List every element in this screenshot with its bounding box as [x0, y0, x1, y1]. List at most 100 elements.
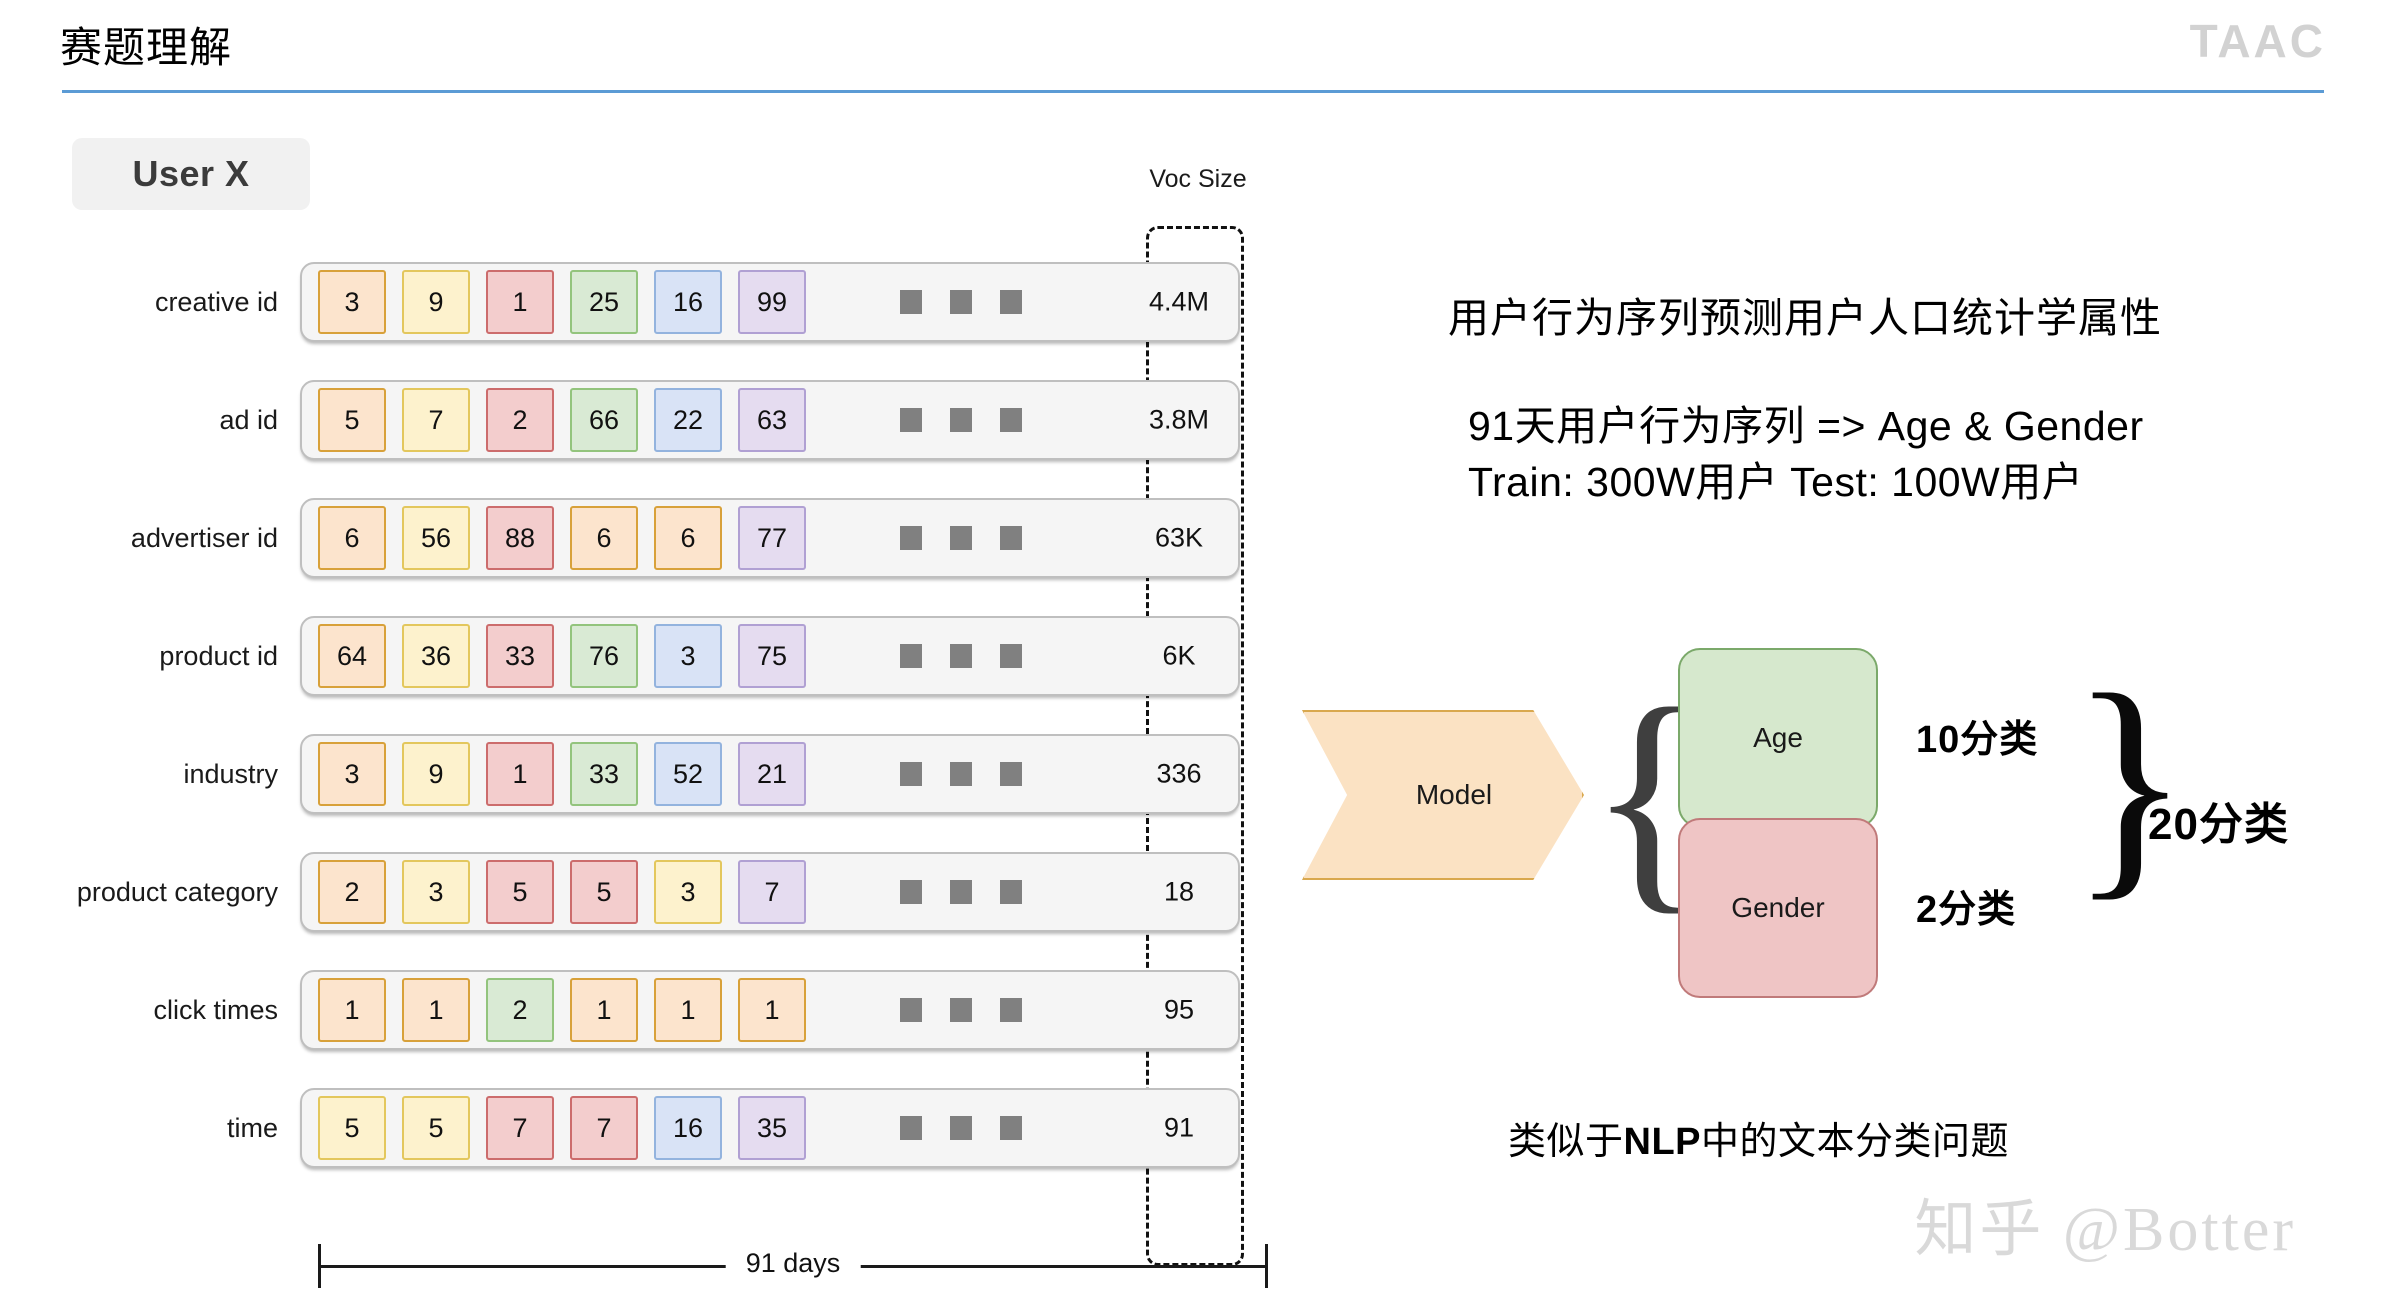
sequence-cell: 63: [738, 388, 806, 452]
footnote-suffix: 中的文本分类问题: [1701, 1121, 2010, 1163]
page-title: 赛题理解: [60, 24, 233, 71]
ellipsis-squares-icon: [900, 644, 1022, 668]
sequence-cell: 2: [486, 978, 554, 1042]
sequence-cell: 88: [486, 506, 554, 570]
output-box-age-label: Age: [1753, 722, 1803, 753]
user-badge: User X: [72, 138, 310, 210]
sequence-cell: 64: [318, 624, 386, 688]
feature-row-label: ad id: [219, 404, 278, 435]
sequence-cell: 2: [486, 388, 554, 452]
sequence-cell: 1: [486, 270, 554, 334]
feature-row-label: product category: [76, 876, 278, 907]
sequence-cell: 21: [738, 742, 806, 806]
ellipsis-squares-icon: [900, 762, 1022, 786]
sequence-cell: 16: [654, 1096, 722, 1160]
sequence-cell: 3: [318, 742, 386, 806]
model-chevron: Model: [1302, 710, 1584, 880]
ellipsis-squares-icon: [900, 998, 1022, 1022]
sequence-cell: 25: [570, 270, 638, 334]
sequence-cell: 5: [318, 1096, 386, 1160]
feature-row-label: time: [226, 1112, 278, 1143]
user-badge-label: User X: [132, 153, 250, 194]
feature-row-label: creative id: [154, 286, 278, 317]
ellipsis-squares-icon: [900, 1116, 1022, 1140]
sequence-cell: 9: [402, 270, 470, 334]
sequence-cell: 5: [486, 860, 554, 924]
sequence-cell: 75: [738, 624, 806, 688]
feature-row-label: click times: [153, 994, 278, 1025]
voc-size-value: 63K: [1154, 522, 1204, 553]
voc-size-value: 4.4M: [1148, 286, 1210, 317]
sequence-cell: 35: [738, 1096, 806, 1160]
sequence-cell: 1: [402, 978, 470, 1042]
voc-size-value: 95: [1163, 994, 1195, 1025]
model-diagram: Model { Age 10分类 Gender 2分类 } 20分类: [1280, 620, 2380, 1000]
subline-dataset-text: Train: 300W用户 Test: 100W用户: [1468, 459, 2084, 505]
footnote-bold: NLP: [1623, 1121, 1702, 1163]
sequence-cell: 3: [654, 624, 722, 688]
feature-row-label: product id: [159, 640, 278, 671]
sequence-cell: 76: [570, 624, 638, 688]
output-box-gender: Gender: [1678, 818, 1878, 998]
sequence-cell: 33: [486, 624, 554, 688]
feature-row-label: advertiser id: [130, 522, 278, 553]
sequence-cell: 1: [654, 978, 722, 1042]
ellipsis-squares-icon: [900, 290, 1022, 314]
subline-sequence-text: 91天用户行为序列 => Age & Gender: [1468, 403, 2144, 449]
sequence-cell: 2: [318, 860, 386, 924]
sequence-cell: 9: [402, 742, 470, 806]
sequence-cell: 5: [402, 1096, 470, 1160]
sequence-cell: 1: [738, 978, 806, 1042]
sequence-cell: 1: [318, 978, 386, 1042]
sequence-cell: 7: [738, 860, 806, 924]
sequence-cell: 77: [738, 506, 806, 570]
total-classes-tag: 20分类: [2148, 800, 2289, 849]
days-axis: 91 days: [318, 1244, 1268, 1290]
sequence-cell: 52: [654, 742, 722, 806]
headline-text: 用户行为序列预测用户人口统计学属性: [1448, 295, 2162, 341]
days-axis-label: 91 days: [725, 1248, 861, 1279]
sequence-cell: 33: [570, 742, 638, 806]
sequence-cell: 56: [402, 506, 470, 570]
taac-logo: TAAC: [2189, 15, 2326, 67]
voc-size-label: Voc Size: [1149, 165, 1247, 193]
sequence-cell: 3: [654, 860, 722, 924]
sequence-cell: 3: [402, 860, 470, 924]
output-tag-age: 10分类: [1916, 719, 2039, 761]
sequence-cell: 1: [486, 742, 554, 806]
voc-size-value: 91: [1163, 1112, 1195, 1143]
sequence-cell: 3: [318, 270, 386, 334]
sequence-cell: 66: [570, 388, 638, 452]
voc-size-value: 3.8M: [1148, 404, 1210, 435]
right-brace-icon: }: [2070, 644, 2190, 921]
sequence-cell: 22: [654, 388, 722, 452]
output-box-age: Age: [1678, 648, 1878, 828]
sequence-cell: 16: [654, 270, 722, 334]
voc-size-value: 336: [1156, 758, 1202, 789]
sequence-cell: 1: [570, 978, 638, 1042]
ellipsis-squares-icon: [900, 408, 1022, 432]
output-tag-gender: 2分类: [1916, 889, 2017, 931]
feature-row-label: industry: [183, 758, 278, 789]
sequence-cell: 7: [486, 1096, 554, 1160]
footnote-text: 类似于NLP中的文本分类问题: [1508, 1110, 2009, 1165]
output-box-gender-label: Gender: [1731, 892, 1825, 923]
ellipsis-squares-icon: [900, 880, 1022, 904]
